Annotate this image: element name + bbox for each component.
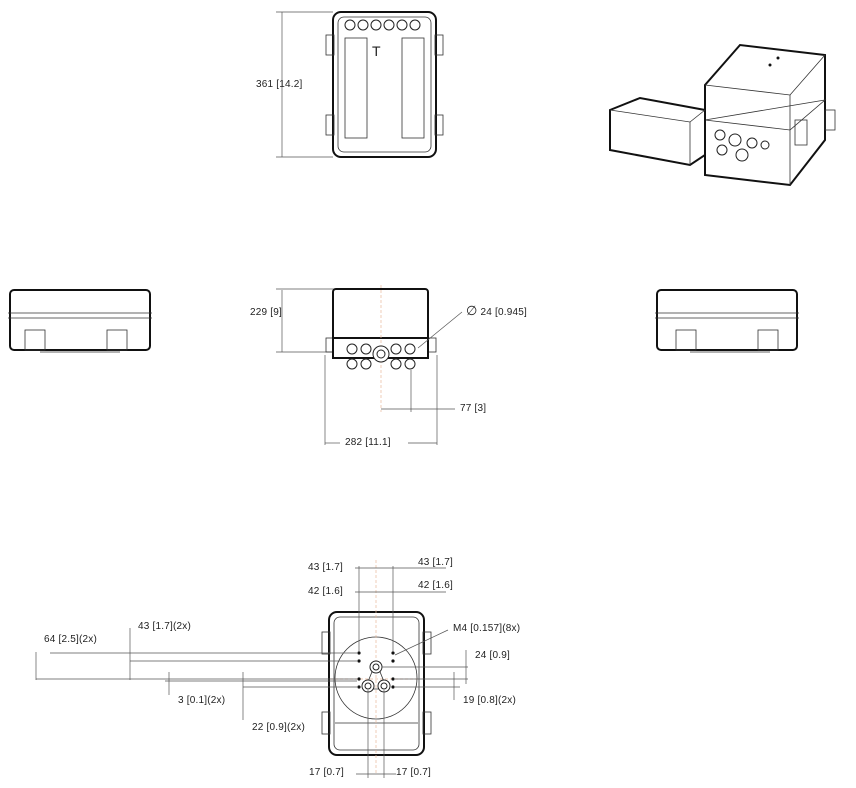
dim-top-right-42: 42 [1.6] [418,580,453,591]
bottom-view [35,560,468,778]
thread-callout: M4 [0.157](8x) [453,623,521,634]
top-view-mark: T [372,43,381,59]
top-height-dimension: 361 [14.2] [256,79,303,90]
dim-left-64: 64 [2.5](2x) [44,634,97,645]
dim-left-22: 22 [0.9](2x) [252,722,305,733]
hole-diameter-dimension: ∅ 24 [0.945] [466,303,527,319]
right-side-view [655,289,799,353]
knockout-row [344,19,421,31]
diameter-icon: ∅ [466,303,478,318]
dim-bottom-right-17: 17 [0.7] [396,767,431,778]
dim-left-43: 43 [1.7](2x) [138,621,191,632]
dim-top-left-43: 43 [1.7] [308,562,343,573]
hole-diameter-value: 24 [0.945] [480,307,527,318]
front-width-dimension: 282 [11.1] [345,437,391,448]
left-side-view [8,289,152,353]
dim-bottom-left-17: 17 [0.7] [309,767,344,778]
front-view [276,285,463,445]
isometric-view [609,43,836,187]
dim-right-19: 19 [0.8](2x) [463,695,516,706]
dim-top-left-42: 42 [1.6] [308,586,343,597]
dim-left-3: 3 [0.1](2x) [178,695,226,706]
dim-top-right-43: 43 [1.7] [418,557,453,568]
top-view [276,11,444,158]
hole-offset-dimension: 77 [3] [460,403,487,414]
dim-right-24: 24 [0.9] [475,650,510,661]
front-height-dimension: 229 [9] [250,307,282,318]
